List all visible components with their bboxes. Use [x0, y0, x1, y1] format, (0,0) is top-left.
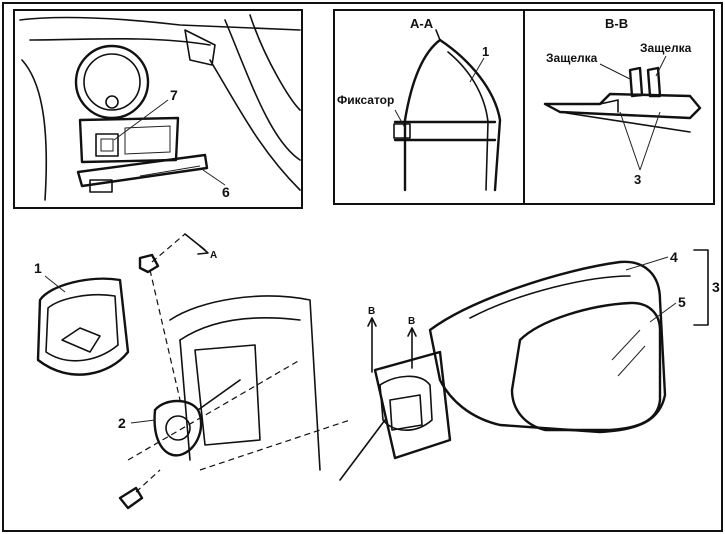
dash-left-pillar [21, 59, 48, 201]
screw [118, 486, 144, 510]
section-bb-title: B-B [605, 16, 628, 31]
mirror-mount-motor [379, 375, 433, 431]
arrow-b2-head [407, 327, 417, 337]
aa-retainer-label: Фиксатор [337, 93, 394, 107]
door-opening [194, 344, 261, 446]
panel-section-bb: B-B Защелка Защелка 3 [523, 9, 715, 205]
small-switch [89, 179, 113, 193]
arrow-a-head [197, 245, 209, 255]
lower-trim-slot [76, 153, 209, 188]
leader-5 [649, 302, 677, 323]
leader-retainer [394, 109, 406, 129]
inner-cover [36, 277, 130, 376]
aa-callout-1: 1 [482, 44, 489, 59]
clip [138, 253, 160, 274]
inner-cover-grille [61, 327, 101, 353]
aa-shell [438, 38, 502, 192]
door-frame-left [179, 339, 191, 461]
connector-body [153, 399, 203, 457]
leader-6 [202, 169, 226, 186]
callout-2: 2 [118, 415, 126, 431]
callout-3: 3 [712, 279, 720, 295]
dash-cross-1 [127, 359, 301, 461]
arrow-a-label: A [210, 250, 217, 261]
mirror-mount-core [389, 394, 423, 431]
side-vent [184, 29, 216, 66]
bb-callout-3: 3 [634, 172, 641, 187]
leader-latch-right [655, 55, 667, 77]
callout-5: 5 [678, 294, 686, 310]
dash-right-curve-2 [224, 19, 301, 161]
bb-latch-foot [599, 99, 619, 113]
main-exploded-view: 1 A 2 B B [34, 233, 720, 510]
mirror-switch-knob [100, 138, 114, 152]
leader-bb-3b [639, 111, 661, 171]
connector-wire [197, 379, 241, 411]
callout-6: 6 [222, 184, 230, 200]
bb-latch-right-label: Защелка [640, 41, 692, 55]
slot-line [139, 165, 201, 177]
arrow-b1-label: B [368, 306, 375, 317]
leader-bb-3a [619, 111, 641, 171]
housing-top-edge [469, 275, 631, 319]
mirror-glass-reflection [611, 329, 646, 377]
vent-knob-icon [105, 95, 119, 109]
callout-4: 4 [670, 249, 678, 265]
dash-right-curve-3 [249, 14, 301, 111]
leader-2 [130, 419, 156, 424]
leader-4 [625, 256, 669, 271]
leader-aa-1 [469, 57, 485, 83]
callout-7: 7 [170, 87, 178, 103]
bb-lower-edge [559, 111, 691, 133]
bb-latch-left [628, 66, 644, 98]
mirror-housing [428, 260, 667, 434]
leader-7 [113, 99, 169, 141]
dash-line-1 [29, 37, 211, 46]
aa-retainer-clip [393, 123, 411, 139]
mirror-mount-plate [373, 350, 452, 460]
bb-latch-left-label: Защелка [546, 51, 598, 65]
dash-top-edge [19, 16, 301, 31]
blank-panel [124, 125, 171, 155]
door-frame-outer [169, 295, 321, 471]
aa-outer-profile [403, 38, 442, 192]
mirror-glass [510, 301, 662, 432]
panel-dashboard-interior: 7 6 [13, 9, 303, 209]
arrow-b1-head [367, 317, 377, 327]
aa-top-stub [435, 29, 441, 41]
dash-cross-2 [199, 419, 351, 471]
round-vent-outer [74, 44, 150, 120]
section-aa-title: A-A [410, 16, 434, 31]
leader-1 [44, 275, 66, 293]
inner-cover-rim [45, 293, 119, 362]
panel-dashboard-frame [13, 9, 303, 209]
round-vent-inner [83, 53, 141, 111]
door-frame-inner [179, 316, 301, 341]
dash-screw [135, 469, 161, 493]
bracket-line [339, 419, 386, 481]
panel-section-aa: A-A 1 Фиксатор [333, 9, 525, 205]
aa-inner-shell [447, 51, 489, 191]
arrow-b2-label: B [408, 316, 415, 327]
leader-latch-left [599, 63, 633, 81]
panel-bb-frame [523, 9, 715, 205]
bracket-3 [693, 249, 709, 326]
mirror-switch [95, 133, 119, 157]
switch-panel [78, 116, 180, 164]
callout-1: 1 [34, 260, 42, 276]
dash-clip-to-connector [149, 269, 181, 401]
dash-right-curve [209, 59, 301, 191]
dash-to-a [151, 233, 186, 263]
bb-base-plate [543, 92, 702, 120]
connector-socket [165, 415, 191, 441]
